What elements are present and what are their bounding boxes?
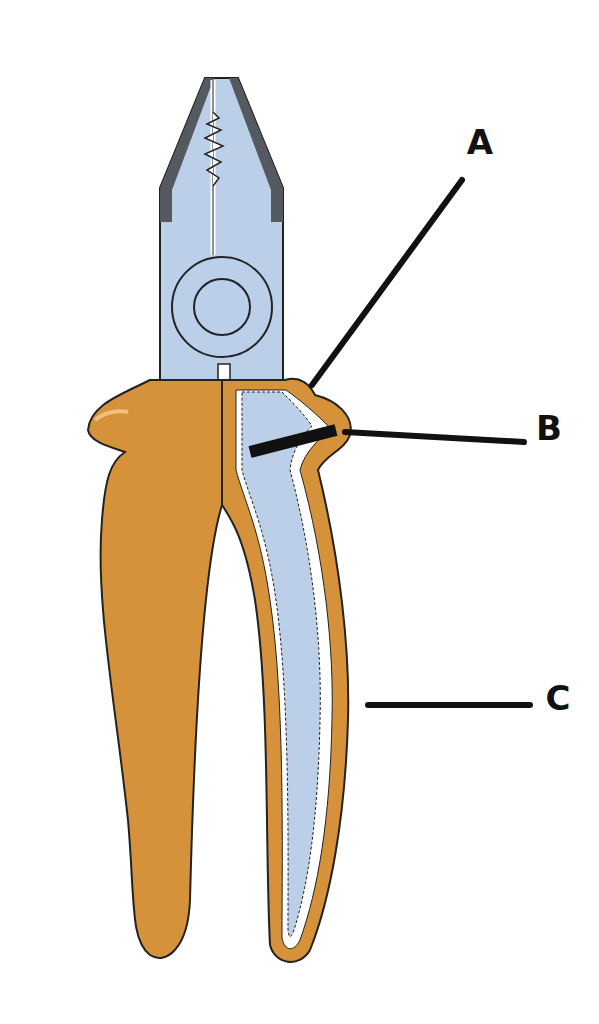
jaw-edge: [160, 78, 214, 222]
pivot: [172, 257, 272, 357]
jaw-edge: [229, 78, 283, 222]
seam: [221, 380, 223, 505]
callout-letter: A: [467, 125, 493, 159]
leader-line: [345, 432, 524, 442]
insulation-gap: [236, 390, 332, 949]
leader-line: [312, 180, 462, 385]
pivot-gap: [218, 364, 230, 380]
handle-insulation: [222, 379, 351, 962]
left-handle: [88, 380, 222, 958]
handle-highlight: [95, 411, 128, 420]
pivot-rivet: [194, 279, 250, 335]
callout-letter: C: [546, 681, 571, 715]
jaw-head: [160, 78, 283, 392]
leader-line: [368, 702, 530, 708]
jaw-teeth: [205, 112, 223, 186]
metal-core: [242, 392, 320, 937]
cutaway-marker: [250, 430, 336, 452]
callout-letter: B: [536, 411, 562, 445]
